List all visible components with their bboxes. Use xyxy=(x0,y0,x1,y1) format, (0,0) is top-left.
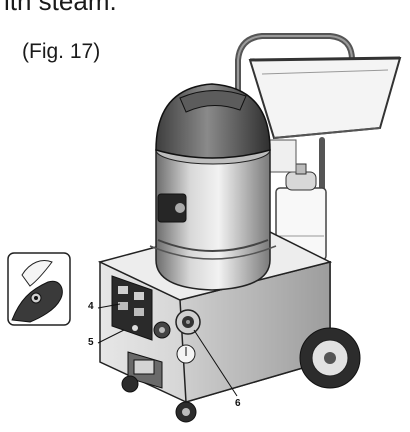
front-fittings xyxy=(153,309,201,364)
rear-wheel xyxy=(299,327,361,389)
hose-detail-inset xyxy=(7,252,71,326)
recovery-tank xyxy=(149,135,277,291)
tank-lid xyxy=(155,83,271,159)
callout-4: 4 xyxy=(88,301,94,312)
accessory-basket xyxy=(248,56,402,140)
control-panel xyxy=(111,275,153,341)
figure-caption: (Fig. 17) xyxy=(22,40,101,63)
page-text-fragment: ith steam. xyxy=(4,0,117,16)
callout-6: 6 xyxy=(235,398,241,409)
caster-wheels xyxy=(121,375,197,423)
callout-5: 5 xyxy=(88,337,94,348)
